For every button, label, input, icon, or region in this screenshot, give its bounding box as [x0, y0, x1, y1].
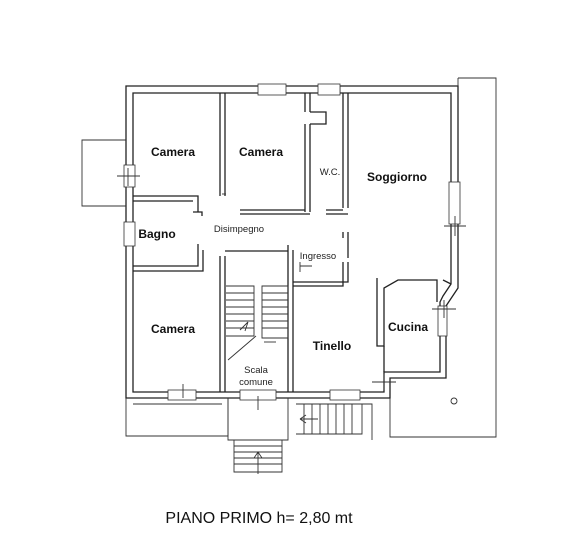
label-scala-line2: comune	[239, 377, 273, 388]
interior-walls	[133, 86, 452, 392]
label-tinello: Tinello	[313, 339, 351, 353]
fixture-marks	[117, 168, 466, 410]
label-scala-line1: Scala	[244, 365, 268, 376]
staircase	[226, 285, 289, 361]
label-ingresso: Ingresso	[300, 251, 336, 262]
label-camera-bottom: Camera	[151, 322, 195, 336]
terrace-drain	[450, 397, 458, 405]
left-balcony	[81, 139, 126, 207]
label-soggiorno: Soggiorno	[367, 170, 427, 184]
right-terrace	[389, 77, 497, 438]
label-wc: W.C.	[320, 167, 341, 178]
bottom-balcony	[125, 398, 229, 437]
label-cucina: Cucina	[388, 320, 428, 334]
label-disimpegno: Disimpegno	[214, 224, 264, 235]
exterior-stairs	[227, 398, 373, 474]
outer-walls	[125, 85, 459, 399]
label-camera-top-left: Camera	[151, 145, 195, 159]
label-camera-top-mid: Camera	[239, 145, 283, 159]
label-bagno: Bagno	[138, 227, 175, 241]
plan-caption: PIANO PRIMO h= 2,80 mt	[165, 510, 353, 527]
windows	[123, 83, 461, 401]
